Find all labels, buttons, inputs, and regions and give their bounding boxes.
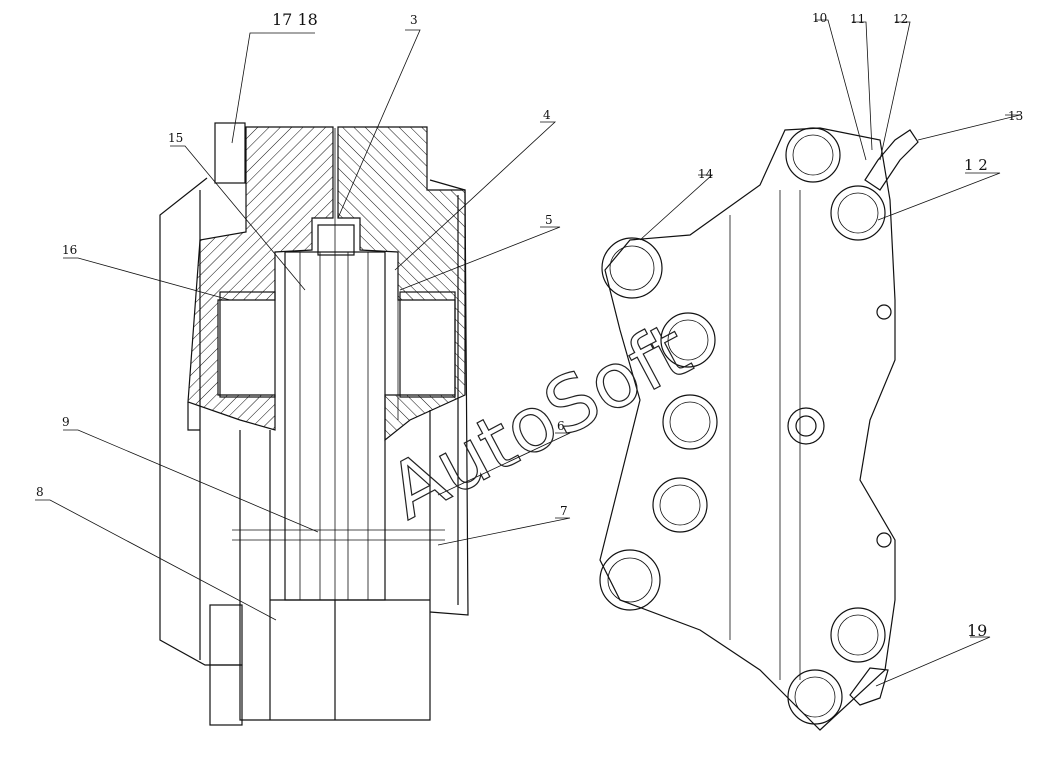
callout-10: 10 bbox=[812, 11, 827, 25]
port-upper bbox=[876, 304, 892, 320]
bleeder-bottom bbox=[849, 667, 889, 706]
brake-pad-right bbox=[399, 291, 456, 398]
leader-lines bbox=[35, 19, 1021, 687]
center-bolt-head bbox=[795, 415, 817, 437]
caliper-outline bbox=[599, 127, 896, 731]
callout-5: 5 bbox=[545, 213, 553, 227]
watermark: AutoSoft bbox=[374, 305, 704, 537]
callout-12: 12 bbox=[893, 12, 908, 26]
callout-3: 3 bbox=[410, 13, 418, 27]
bottom-bolt-upper bbox=[209, 604, 243, 666]
callout-9: 9 bbox=[62, 415, 70, 429]
port-lower bbox=[876, 532, 892, 548]
lower-body bbox=[187, 402, 431, 721]
callout-17-18: 17 18 bbox=[272, 10, 318, 29]
callout-15: 15 bbox=[168, 131, 183, 145]
callout-4: 4 bbox=[543, 108, 551, 122]
callout-19: 19 bbox=[967, 621, 987, 640]
callout-7: 7 bbox=[560, 504, 568, 518]
center-bolt bbox=[787, 407, 825, 445]
top-bolt bbox=[214, 122, 246, 184]
callout-11: 11 bbox=[850, 12, 865, 26]
inner-body-edge bbox=[729, 190, 801, 680]
section-view bbox=[159, 122, 469, 726]
bottom-bolt-lower bbox=[209, 664, 243, 726]
callout-16: 16 bbox=[62, 243, 77, 257]
brake-pad-left bbox=[219, 291, 276, 398]
pin-inner-right bbox=[347, 251, 369, 601]
caliper-body-right bbox=[337, 126, 466, 442]
callout-labels: 17 18 3 15 4 16 5 9 6 8 7 10 11 12 13 14… bbox=[36, 10, 1023, 640]
callout-13: 13 bbox=[1008, 109, 1023, 123]
pin-inner-left bbox=[299, 251, 321, 601]
pin-head bbox=[317, 224, 355, 256]
callout-8: 8 bbox=[36, 485, 44, 499]
callout-14: 14 bbox=[698, 167, 714, 181]
exterior-view bbox=[599, 127, 919, 731]
bolt-heads bbox=[599, 127, 886, 725]
housing-outline bbox=[159, 177, 469, 666]
callout-1-2: 1 2 bbox=[964, 156, 988, 174]
caliper-body-left bbox=[187, 126, 334, 431]
callout-6: 6 bbox=[557, 419, 565, 433]
